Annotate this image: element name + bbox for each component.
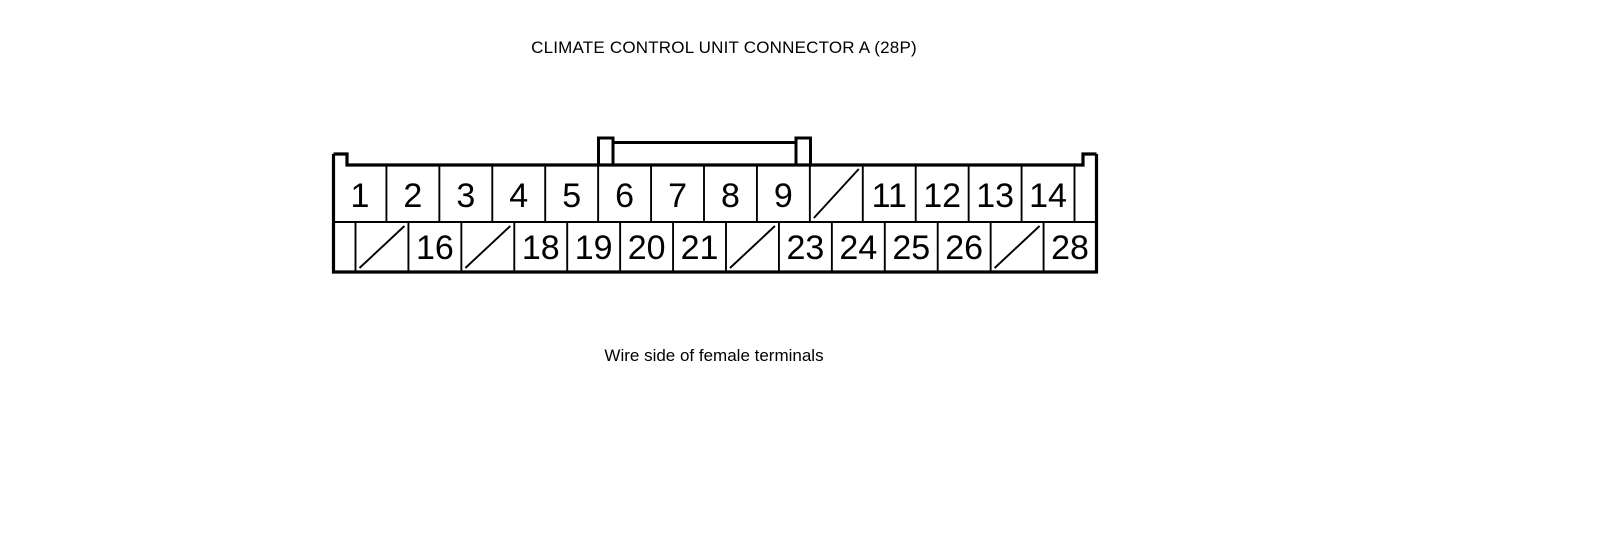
terminal-cell-unused xyxy=(725,222,776,272)
terminal-number: 9 xyxy=(774,177,793,215)
terminal-cell-unused xyxy=(989,222,1041,272)
terminal-cell: 8 xyxy=(703,165,740,222)
terminal-cell: 19 xyxy=(566,222,613,272)
terminal-cell: 12 xyxy=(914,165,961,222)
terminal-cell: 24 xyxy=(830,222,877,272)
unused-terminal-slash xyxy=(729,225,776,269)
terminal-number: 5 xyxy=(562,177,581,215)
terminal-cell: 6 xyxy=(597,165,634,222)
unused-terminal-slash xyxy=(464,225,511,269)
terminal-cell: 11 xyxy=(861,165,907,222)
terminal-cell: 23 xyxy=(777,222,824,272)
terminal-number: 23 xyxy=(786,229,824,267)
terminal-cell: 20 xyxy=(619,222,666,272)
terminal-number: 8 xyxy=(721,177,740,215)
terminal-cell: 9 xyxy=(755,165,793,222)
terminal-cell-unused xyxy=(808,165,860,222)
terminal-cell: 3 xyxy=(438,165,475,222)
unused-terminal-slash xyxy=(358,225,406,269)
bottom-row: 16 18 19 20 21 23 24 25 26 28 xyxy=(354,222,1089,272)
terminal-number: 3 xyxy=(456,177,475,215)
terminal-number: 2 xyxy=(403,177,422,215)
terminal-cell: 14 xyxy=(1020,165,1067,222)
terminal-cell: 26 xyxy=(936,222,983,272)
terminal-number: 18 xyxy=(522,229,560,267)
unused-terminal-slash xyxy=(813,168,860,219)
terminal-cell: 21 xyxy=(672,222,719,272)
terminal-cell: 7 xyxy=(650,165,687,222)
terminal-number: 21 xyxy=(681,229,719,267)
terminal-cell-unused xyxy=(354,222,406,272)
terminal-cell: 13 xyxy=(967,165,1014,222)
terminal-number: 24 xyxy=(839,229,877,267)
terminal-number: 7 xyxy=(668,177,687,215)
terminal-cell: 16 xyxy=(407,222,454,272)
terminal-number: 11 xyxy=(872,177,907,215)
connector-shell xyxy=(331,152,1099,274)
unused-terminal-slash xyxy=(993,225,1041,269)
terminal-number: 28 xyxy=(1051,229,1089,267)
terminal-number: 1 xyxy=(351,177,370,215)
terminal-cell-unused xyxy=(460,222,511,272)
terminal-cell: 18 xyxy=(513,222,560,272)
terminal-number: 12 xyxy=(923,177,961,215)
terminal-number: 14 xyxy=(1029,177,1067,215)
terminal-number: 4 xyxy=(509,177,528,215)
terminal-number: 19 xyxy=(575,229,613,267)
terminal-cell: 2 xyxy=(385,165,422,222)
terminal-cell: 28 xyxy=(1042,222,1089,272)
terminal-number: 13 xyxy=(976,177,1014,215)
latch-bracket xyxy=(597,136,812,165)
terminal-cell: 1 xyxy=(351,177,370,215)
page-title: CLIMATE CONTROL UNIT CONNECTOR A (28P) xyxy=(531,38,917,57)
terminal-number: 6 xyxy=(615,177,634,215)
terminal-number: 25 xyxy=(892,229,930,267)
terminal-number: 20 xyxy=(628,229,666,267)
terminal-cell: 25 xyxy=(883,222,930,272)
terminal-number: 26 xyxy=(945,229,983,267)
terminal-cell: 4 xyxy=(491,165,528,222)
terminal-cell: 5 xyxy=(544,165,581,222)
terminal-number: 16 xyxy=(416,229,454,267)
footer-caption: Wire side of female terminals xyxy=(604,346,824,365)
